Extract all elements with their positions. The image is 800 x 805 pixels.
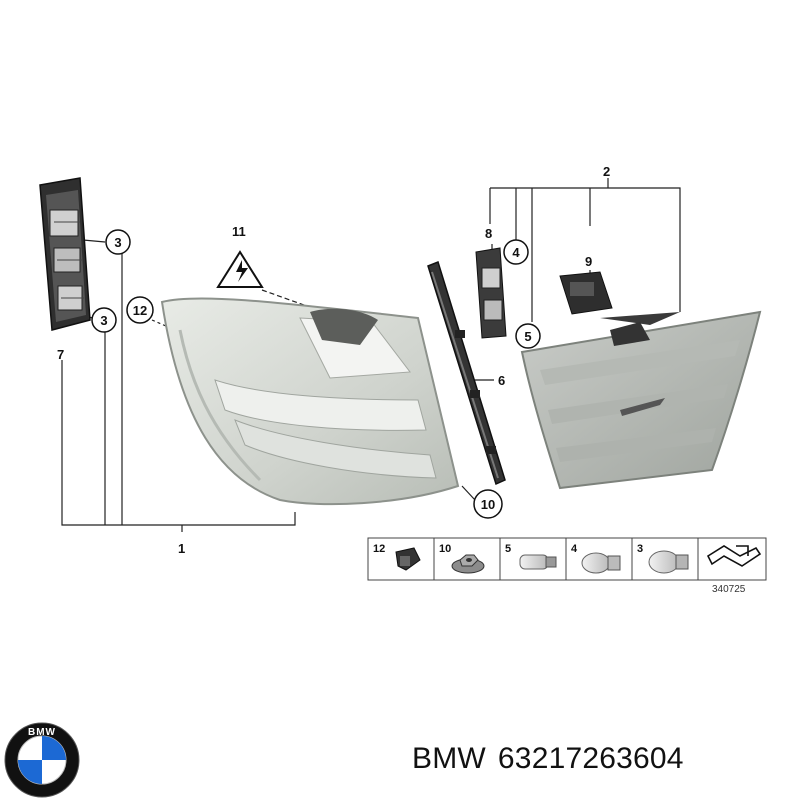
callout-10: 10 [473,489,503,519]
callout-3a: 3 [105,229,131,255]
legend-label-10: 10 [439,543,451,555]
legend-label-12: 12 [373,543,385,555]
legend-label-5: 5 [505,543,511,555]
bmw-logo-icon: BMW [4,722,80,798]
legend-label-4: 4 [571,543,578,555]
svg-text:3: 3 [100,313,107,328]
socket [559,271,613,315]
callout-1: 1 [178,541,185,556]
callout-5: 5 [515,323,541,349]
part-number: 63217263604 [497,742,684,775]
push-clip-icon [395,547,421,571]
bulb-carrier [39,177,91,331]
callout-9: 9 [585,254,592,269]
part-caption: BMW 63217263604 [412,742,684,776]
callout-11: 11 [232,224,246,239]
arrow-symbol-icon [706,545,762,567]
svg-text:BMW: BMW [28,727,56,738]
legend-strip: 12 10 5 4 3 340725 [367,537,767,595]
svg-text:12: 12 [133,303,147,318]
outer-tail-lamp [160,297,460,506]
inner-tail-lamp [520,310,762,490]
svg-text:10: 10 [481,497,495,512]
svg-text:5: 5 [524,329,531,344]
callout-12: 12 [126,296,154,324]
bulb-5-icon [519,554,557,570]
callout-7: 7 [57,347,64,362]
legend-label-3: 3 [637,543,643,555]
warning-triangle-icon [216,250,264,288]
bulb-holder [475,247,507,339]
callout-8: 8 [485,226,492,241]
bulb-4-icon [581,552,621,574]
callout-6: 6 [498,373,505,388]
brand-name: BMW [412,742,486,775]
callout-2: 2 [603,164,610,179]
nut-icon [451,554,485,574]
callout-3b: 3 [91,307,117,333]
diagram-reference: 340725 [712,584,746,595]
callout-4: 4 [503,239,529,265]
svg-text:4: 4 [512,245,520,260]
bulb-3-icon [648,550,689,574]
svg-text:3: 3 [114,235,121,250]
gasket [427,261,506,486]
